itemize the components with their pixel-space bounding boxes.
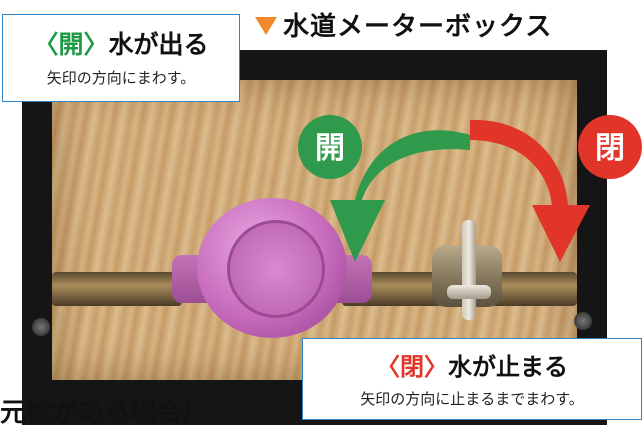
outlet-pipe (492, 272, 577, 306)
bolt-icon (574, 312, 592, 330)
bolt-icon (32, 318, 50, 336)
close-label: 〈閉〉 (376, 353, 448, 381)
close-result-text: 水が止まる (448, 353, 568, 381)
triangle-marker-icon (255, 17, 277, 35)
valve-handle-bar (447, 285, 491, 299)
open-arrow (330, 130, 470, 262)
close-callout: 〈閉〉水が止まる 矢印の方向に止まるまでまわす。 (302, 338, 642, 420)
open-callout-heading: 〈開〉水が出る (3, 25, 239, 61)
close-callout-heading: 〈閉〉水が止まる (303, 347, 641, 382)
section-heading: 元栓がある場合） (0, 398, 209, 428)
page-title: 水道メーターボックス (255, 4, 552, 44)
close-badge (578, 115, 642, 179)
open-badge (298, 115, 362, 179)
open-result-text: 水が出る (108, 30, 209, 59)
open-badge-label: 開 (315, 131, 345, 166)
open-instruction: 矢印の方向にまわす。 (46, 69, 196, 87)
inlet-pipe (52, 272, 182, 306)
open-label: 〈開〉 (33, 30, 109, 59)
close-instruction: 矢印の方向に止まるまでまわす。 (360, 390, 584, 408)
close-arrow (470, 119, 590, 262)
open-callout: 〈開〉水が出る 矢印の方向にまわす。 (2, 14, 240, 102)
close-badge-label: 閉 (595, 131, 625, 166)
page-title-text: 水道メーターボックス (283, 11, 553, 42)
water-meter-dial (227, 220, 325, 318)
